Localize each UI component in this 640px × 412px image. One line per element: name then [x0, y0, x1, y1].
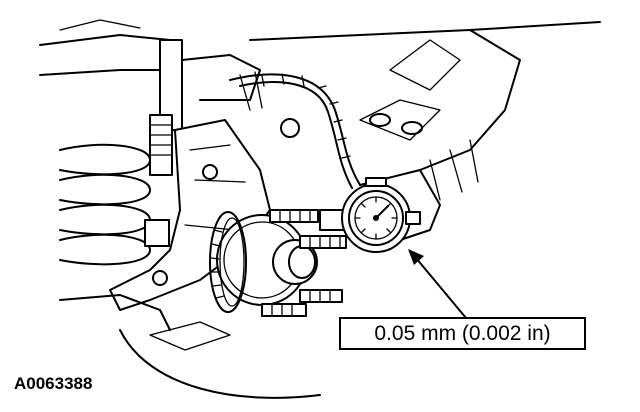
coil-spring	[59, 143, 170, 266]
knuckle-arm	[109, 119, 271, 311]
underbody-panel	[249, 21, 601, 241]
upper-frame	[39, 19, 300, 138]
tone-ring	[209, 211, 247, 313]
runout-spec-callout: 0.05 mm (0.002 in)	[339, 317, 586, 350]
callout-arrow	[408, 249, 467, 319]
figure-id: A0063388	[14, 374, 93, 393]
lower-arm	[59, 294, 321, 399]
dial-indicator	[319, 177, 421, 253]
wiring-harness	[229, 73, 361, 189]
runout-spec-label: 0.05 mm (0.002 in)	[374, 321, 551, 345]
wheel-hub	[216, 209, 347, 317]
shock-absorber	[149, 114, 173, 176]
